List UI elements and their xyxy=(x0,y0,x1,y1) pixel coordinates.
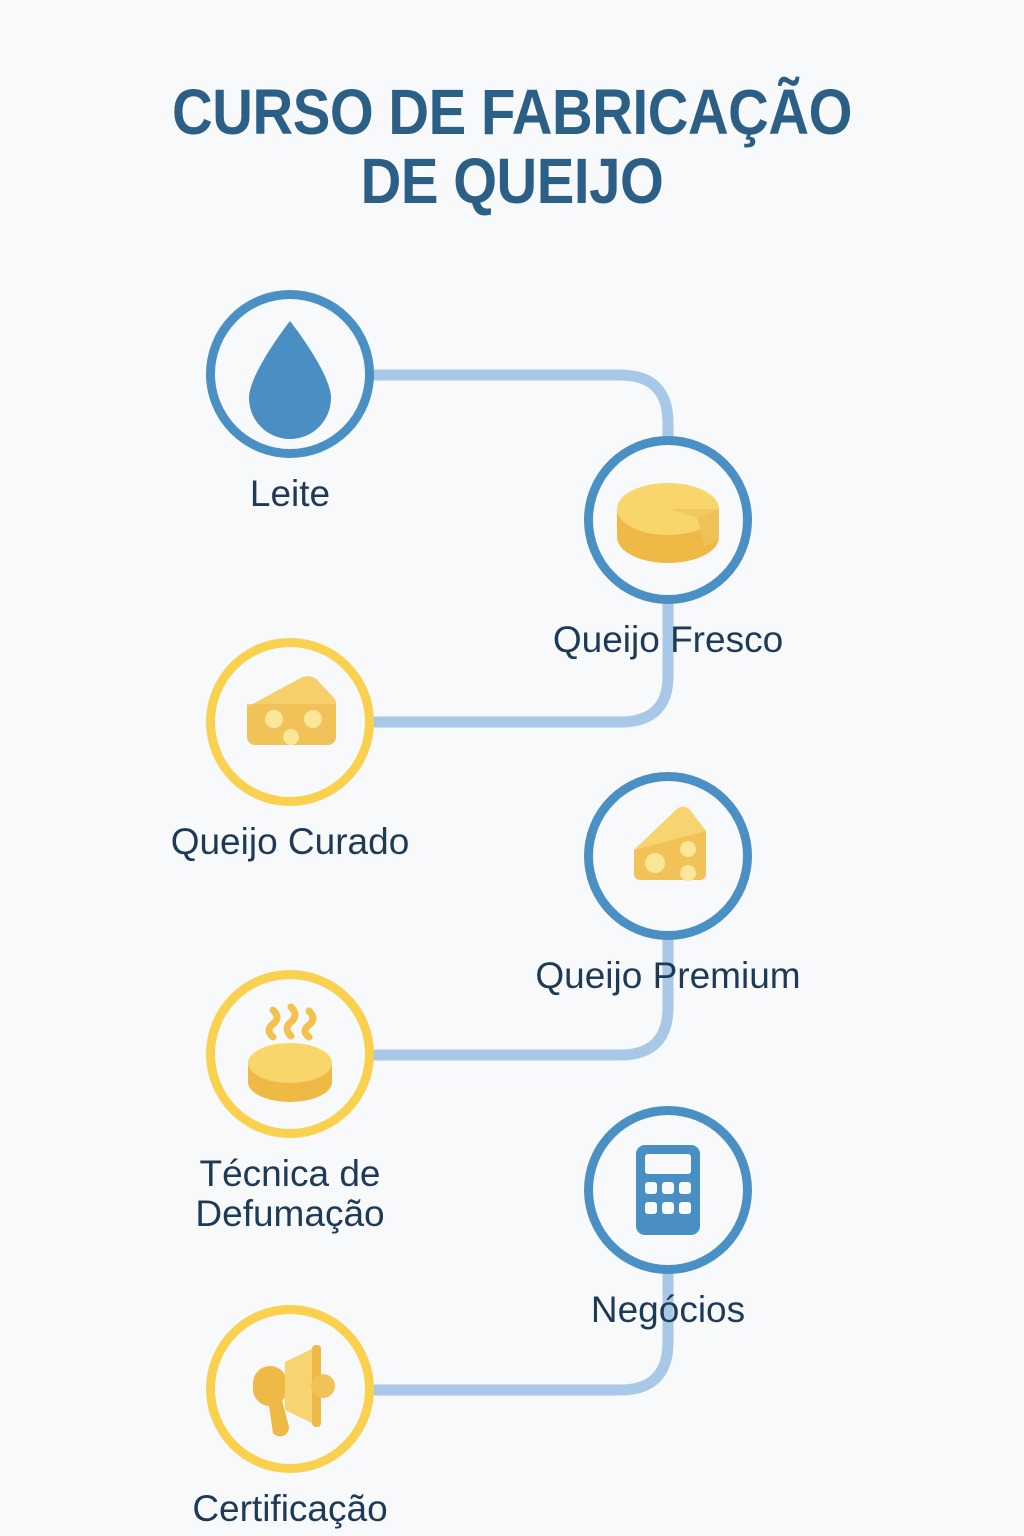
step-ring-5 xyxy=(206,970,374,1138)
step-label-3: Queijo Curado xyxy=(170,821,410,862)
step-node-certificacao[interactable]: Certificação xyxy=(120,1305,460,1529)
step-label-6: Negócios xyxy=(590,1289,746,1330)
step-label-5: Técnica de Defumação xyxy=(195,1153,385,1234)
step-label-7: Certificação xyxy=(192,1488,388,1529)
step-node-negocios[interactable]: Negócios xyxy=(498,1106,838,1330)
step-label-1: Leite xyxy=(249,473,331,514)
step-ring-3 xyxy=(206,638,374,806)
step-ring-1 xyxy=(206,290,374,458)
cheese-block-holes-icon xyxy=(238,676,336,745)
cheese-wheel-icon xyxy=(617,483,719,563)
step-label-2: Queijo Fresco xyxy=(552,619,784,660)
calculator-icon xyxy=(636,1145,700,1235)
page-title: CURSO DE FABRICAÇÃO DE QUEIJO xyxy=(171,76,853,218)
cheese-wedge-holes-icon xyxy=(634,806,706,881)
step-node-tecnica-defumacao[interactable]: Técnica de Defumação xyxy=(120,970,460,1234)
step-node-queijo-premium[interactable]: Queijo Premium xyxy=(498,772,838,996)
step-ring-2 xyxy=(584,436,752,604)
step-label-4: Queijo Premium xyxy=(535,955,801,996)
megaphone-icon xyxy=(253,1345,335,1437)
step-node-leite[interactable]: Leite xyxy=(120,290,460,514)
water-drop-icon xyxy=(249,321,331,439)
step-node-queijo-curado[interactable]: Queijo Curado xyxy=(120,638,460,862)
step-ring-7 xyxy=(206,1305,374,1473)
step-ring-6 xyxy=(584,1106,752,1274)
step-ring-4 xyxy=(584,772,752,940)
smoked-cheese-icon xyxy=(248,1003,332,1102)
step-node-queijo-fresco[interactable]: Queijo Fresco xyxy=(498,436,838,660)
